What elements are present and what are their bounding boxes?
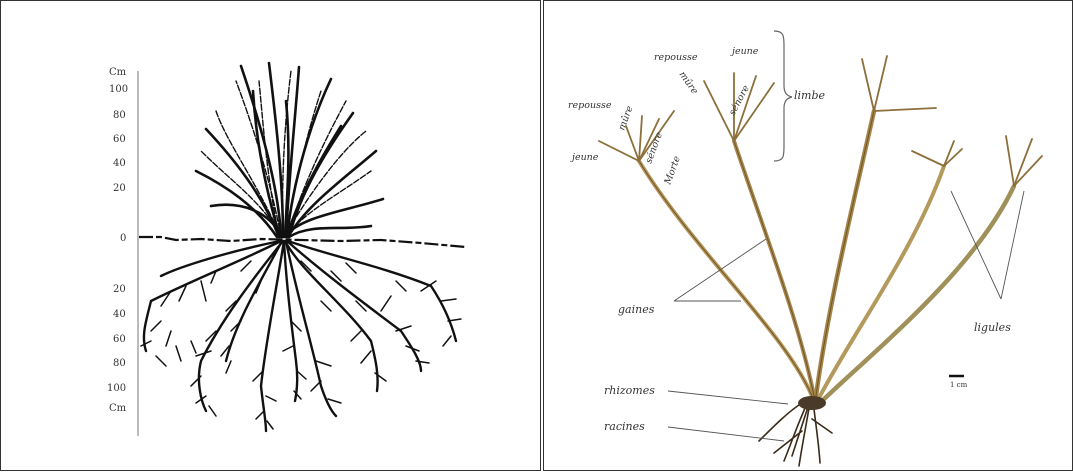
label-rhizomes: rhizomes xyxy=(604,384,655,397)
label-racines: racines xyxy=(604,420,645,433)
root-network xyxy=(141,241,461,431)
label-gaines: gaines xyxy=(618,303,655,316)
scale-unit-top: Cm xyxy=(109,67,127,78)
scale-tick-20-above: 20 xyxy=(113,183,126,194)
plant-structure-diagram: repousse mûre sénore Morte jeune repouss… xyxy=(544,1,1073,472)
label-jeune-1: jeune xyxy=(570,152,599,163)
label-jeune-2: jeune xyxy=(730,46,759,57)
scale-unit-bottom: Cm xyxy=(109,403,127,414)
label-repousse-2: repousse xyxy=(654,52,698,63)
rhizome-base xyxy=(798,396,826,410)
leaf-blades xyxy=(599,56,1042,186)
aerial-shoots xyxy=(196,63,383,237)
scale-tick-40-below: 40 xyxy=(113,309,126,320)
scale-tick-100-below: 100 xyxy=(107,383,126,394)
label-repousse-1: repousse xyxy=(568,100,612,111)
scale-tick-20-below: 20 xyxy=(113,284,126,295)
scale-tick-40-above: 40 xyxy=(113,158,126,169)
limbe-bracket xyxy=(774,31,792,161)
scale-tick-60-above: 60 xyxy=(113,134,126,145)
label-senore-1: sénore xyxy=(643,130,665,165)
scale-tick-60-below: 60 xyxy=(113,334,126,345)
plant-stems xyxy=(639,111,1014,401)
plant-structure-panel: repousse mûre sénore Morte jeune repouss… xyxy=(543,0,1073,471)
label-mure-2: mûre xyxy=(677,69,701,96)
scale-tick-80-below: 80 xyxy=(113,358,126,369)
scale-tick-80-above: 80 xyxy=(113,110,126,121)
label-limbe: limbe xyxy=(794,89,826,102)
label-ligules: ligules xyxy=(974,321,1011,334)
scale-bar-label: 1 cm xyxy=(950,381,968,389)
label-morte: Morte xyxy=(662,154,683,187)
scale-tick-0: 0 xyxy=(120,233,126,244)
label-mure-1: mûre xyxy=(616,104,635,132)
root-system-drawing: Cm 100 80 60 40 20 0 20 40 60 80 100 Cm xyxy=(1,1,542,472)
scale-tick-100-above: 100 xyxy=(109,84,128,95)
roots xyxy=(759,403,832,466)
root-system-panel: Cm 100 80 60 40 20 0 20 40 60 80 100 Cm xyxy=(0,0,541,471)
